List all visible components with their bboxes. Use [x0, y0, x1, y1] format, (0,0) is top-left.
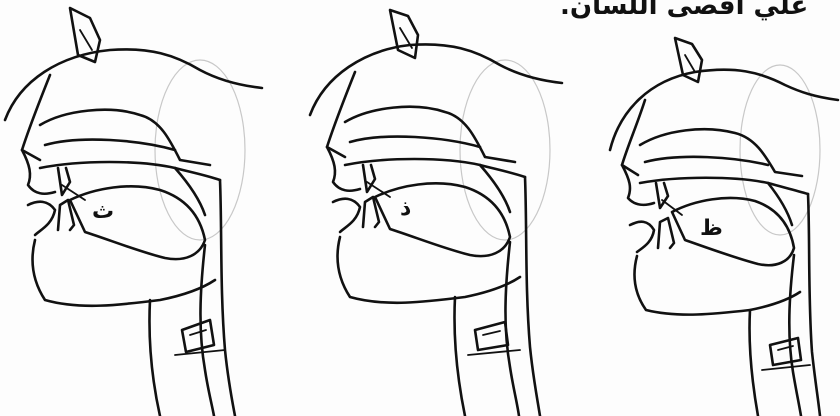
nose-outline	[327, 72, 355, 157]
nasal-cavity	[640, 129, 802, 176]
head-diagram-3: ظ	[590, 0, 840, 416]
neck-front	[454, 297, 465, 416]
letter-label: ظ	[700, 216, 723, 241]
skull-outline	[5, 49, 262, 120]
skull-outline	[310, 44, 562, 115]
letter-label: ذ	[400, 196, 411, 221]
neck-front	[749, 310, 758, 416]
head-diagram-1: ث	[0, 0, 270, 416]
lower-teeth	[658, 218, 674, 248]
neck-front	[149, 300, 160, 416]
letter-label: ث	[92, 199, 114, 224]
larynx	[770, 338, 801, 365]
chin-jaw	[32, 240, 215, 306]
tongue	[375, 183, 510, 256]
larynx	[182, 320, 214, 352]
nose-outline	[622, 100, 645, 175]
lower-lip	[630, 222, 654, 252]
upper-lip	[22, 150, 55, 194]
faint-background-ghost	[155, 60, 245, 240]
lower-lip	[333, 199, 360, 232]
larynx	[475, 322, 508, 350]
faint-background-ghost	[460, 60, 550, 240]
upper-lip	[327, 147, 360, 191]
upper-teeth	[363, 165, 375, 192]
chin-jaw	[337, 237, 520, 303]
upper-lip	[622, 165, 654, 205]
head-diagram-2: ذ	[300, 0, 570, 416]
pharynx-back	[808, 194, 820, 416]
pharynx-front	[505, 242, 519, 416]
nasal-cavity	[345, 107, 515, 162]
upper-teeth	[58, 168, 70, 195]
tongue	[70, 186, 205, 259]
pharynx-back	[220, 180, 235, 416]
nasal-cavity	[40, 110, 210, 165]
tongue	[672, 198, 794, 265]
pharynx-front	[789, 255, 801, 416]
lower-lip	[28, 202, 55, 235]
